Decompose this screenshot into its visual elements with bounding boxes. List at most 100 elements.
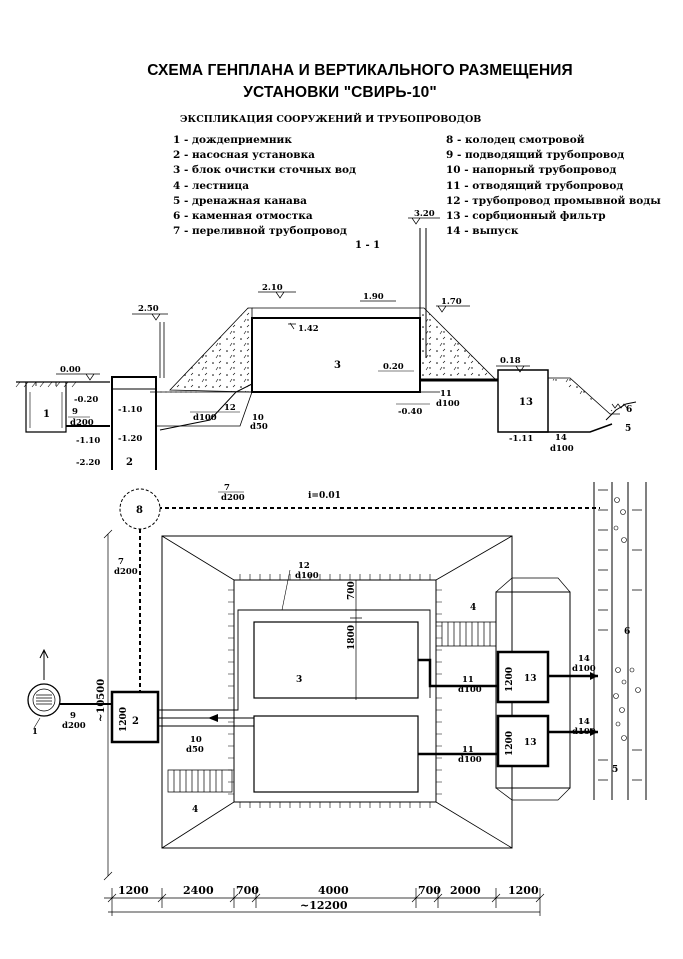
elev-m1-10a: -1.10 — [76, 436, 100, 446]
elev-m1-20: -1.20 — [118, 434, 142, 444]
dim-10500: ~10500 — [96, 679, 107, 722]
embankment-corners — [161, 535, 513, 849]
pipe-12-plan — [158, 609, 431, 711]
outlet-14a-diameter: d100 — [572, 664, 596, 674]
pipe-12-section — [159, 383, 253, 431]
outlet-14b-label: 14 — [578, 717, 590, 727]
mark-2-plan: 2 — [132, 716, 139, 727]
pipe-10-plan — [158, 717, 254, 727]
mark-6-plan: 6 — [624, 627, 630, 637]
crest-ticks-top — [239, 574, 431, 580]
rain-receiver-section — [25, 382, 67, 433]
pipe-10-plan-label: 10 — [190, 735, 202, 745]
legend-item: 9 - подводящий трубопровод — [446, 149, 625, 162]
pipe-11-label: 11 — [440, 389, 452, 399]
pipe-12-diameter: d100 — [193, 413, 217, 423]
drawing-title-line2: УСТАНОВКИ "СВИРЬ-10" — [243, 84, 437, 101]
elev-m0-40: -0.40 — [398, 407, 422, 417]
treatment-block-lower — [253, 715, 419, 793]
pipe-11a-diameter: d100 — [458, 685, 482, 695]
crest-ticks-left — [228, 589, 234, 795]
filter-pad — [495, 591, 571, 789]
filter-13b — [496, 714, 550, 768]
legend-item: 12 - трубопровод промывной воды — [446, 194, 661, 207]
stairs-upper — [435, 621, 497, 647]
mark-13: 13 — [519, 397, 533, 408]
elev-m2-20: -2.20 — [76, 458, 100, 468]
legend-item: 10 - напорный трубопровод — [446, 164, 617, 177]
grate-icon — [36, 694, 52, 705]
vent-pipe — [159, 322, 165, 378]
elev-2-10: 2.10 — [262, 283, 283, 293]
crest-ticks-bottom — [239, 802, 431, 808]
mark-13a: 13 — [524, 674, 537, 684]
pump-station-section — [111, 376, 157, 470]
legend-item: 8 - колодец смотровой — [446, 134, 585, 146]
elev-marker — [56, 373, 100, 381]
filter-section — [497, 369, 549, 433]
elev-2-50: 2.50 — [138, 304, 159, 314]
receiver-inner-ring — [32, 688, 56, 712]
pipe-7-diameter: d200 — [221, 493, 245, 503]
elev-0-18: 0.18 — [500, 356, 521, 366]
receiver-grate — [35, 382, 57, 386]
mark-1-plan: 1 — [32, 727, 38, 737]
dim-chain — [104, 888, 545, 908]
elev-1-70: 1.70 — [441, 297, 462, 307]
legend-item: 6 - каменная отмостка — [173, 210, 313, 223]
elev-m0-20: -0.20 — [74, 395, 98, 405]
elev-marker — [288, 322, 296, 330]
dim-line-1800 — [350, 580, 362, 700]
dim-total: ~12200 — [300, 899, 348, 912]
filter-13a — [496, 650, 550, 704]
pipe-10-diameter: d50 — [250, 422, 268, 432]
dim-bottom-3: 700 — [236, 884, 259, 897]
ground-hatch — [15, 381, 77, 388]
dim-1800: 1800 — [347, 625, 357, 650]
pipe-14-section — [530, 423, 613, 433]
treatment-block-section — [251, 317, 421, 393]
pipe-12-label: 12 — [224, 403, 236, 413]
pipe-9-label: 9 — [72, 407, 78, 417]
elev-marker — [496, 365, 530, 373]
mark-4b: 4 — [192, 805, 198, 815]
dim-total-line — [108, 908, 541, 916]
riser-pipe — [419, 228, 427, 358]
pipe-10-section — [156, 391, 253, 427]
receiver-inner-walls — [29, 392, 63, 428]
embankment-crest — [233, 579, 437, 803]
legend-item: 7 - переливной трубопровод — [173, 225, 347, 238]
mark-1: 1 — [43, 409, 50, 420]
crest-ticks-right — [436, 589, 442, 795]
dim-bottom-5: 700 — [418, 884, 441, 897]
mark-13b: 13 — [524, 738, 537, 748]
elev-1-42: 1.42 — [298, 324, 319, 334]
filter-pad-slope — [495, 577, 571, 801]
explication-heading: ЭКСПЛИКАЦИЯ СООРУЖЕНИЙ И ТРУБОПРОВОДОВ — [180, 114, 482, 125]
inflow-arrow — [39, 648, 49, 680]
leader-line — [281, 569, 291, 611]
dim-bottom-1: 1200 — [118, 884, 149, 897]
mark-5-plan: 5 — [612, 765, 618, 775]
pipe-9-plan-label: 9 — [70, 711, 76, 721]
mark-5: 5 — [625, 424, 631, 434]
dim-bottom-2: 2400 — [183, 884, 214, 897]
mark-3-plan: 3 — [296, 675, 302, 685]
elev-0-00: 0.00 — [60, 365, 81, 375]
stone-paving — [611, 403, 628, 409]
pipe-11b-diameter: d100 — [458, 755, 482, 765]
legend-item: 13 - сорбционный фильтр — [446, 210, 606, 223]
slope-label: i=0.01 — [308, 491, 341, 501]
pipe-14-label: 14 — [555, 433, 567, 443]
pipe-7-label: 7 — [224, 483, 230, 493]
pipe-9-diameter: d200 — [70, 418, 94, 428]
pipe-12-plan-diameter: d100 — [295, 571, 319, 581]
pipe-12-plan-label: 12 — [298, 561, 310, 571]
pipe-7v-diameter: d200 — [114, 567, 138, 577]
legend-item: 14 - выпуск — [446, 225, 519, 238]
drawing-title-line1: СХЕМА ГЕНПЛАНА И ВЕРТИКАЛЬНОГО РАЗМЕЩЕНИ… — [147, 62, 573, 79]
flow-arrow-icon — [208, 714, 218, 722]
legend-item: 5 - дренажная канава — [173, 194, 307, 207]
pipe-10-plan-diameter: d50 — [186, 745, 204, 755]
